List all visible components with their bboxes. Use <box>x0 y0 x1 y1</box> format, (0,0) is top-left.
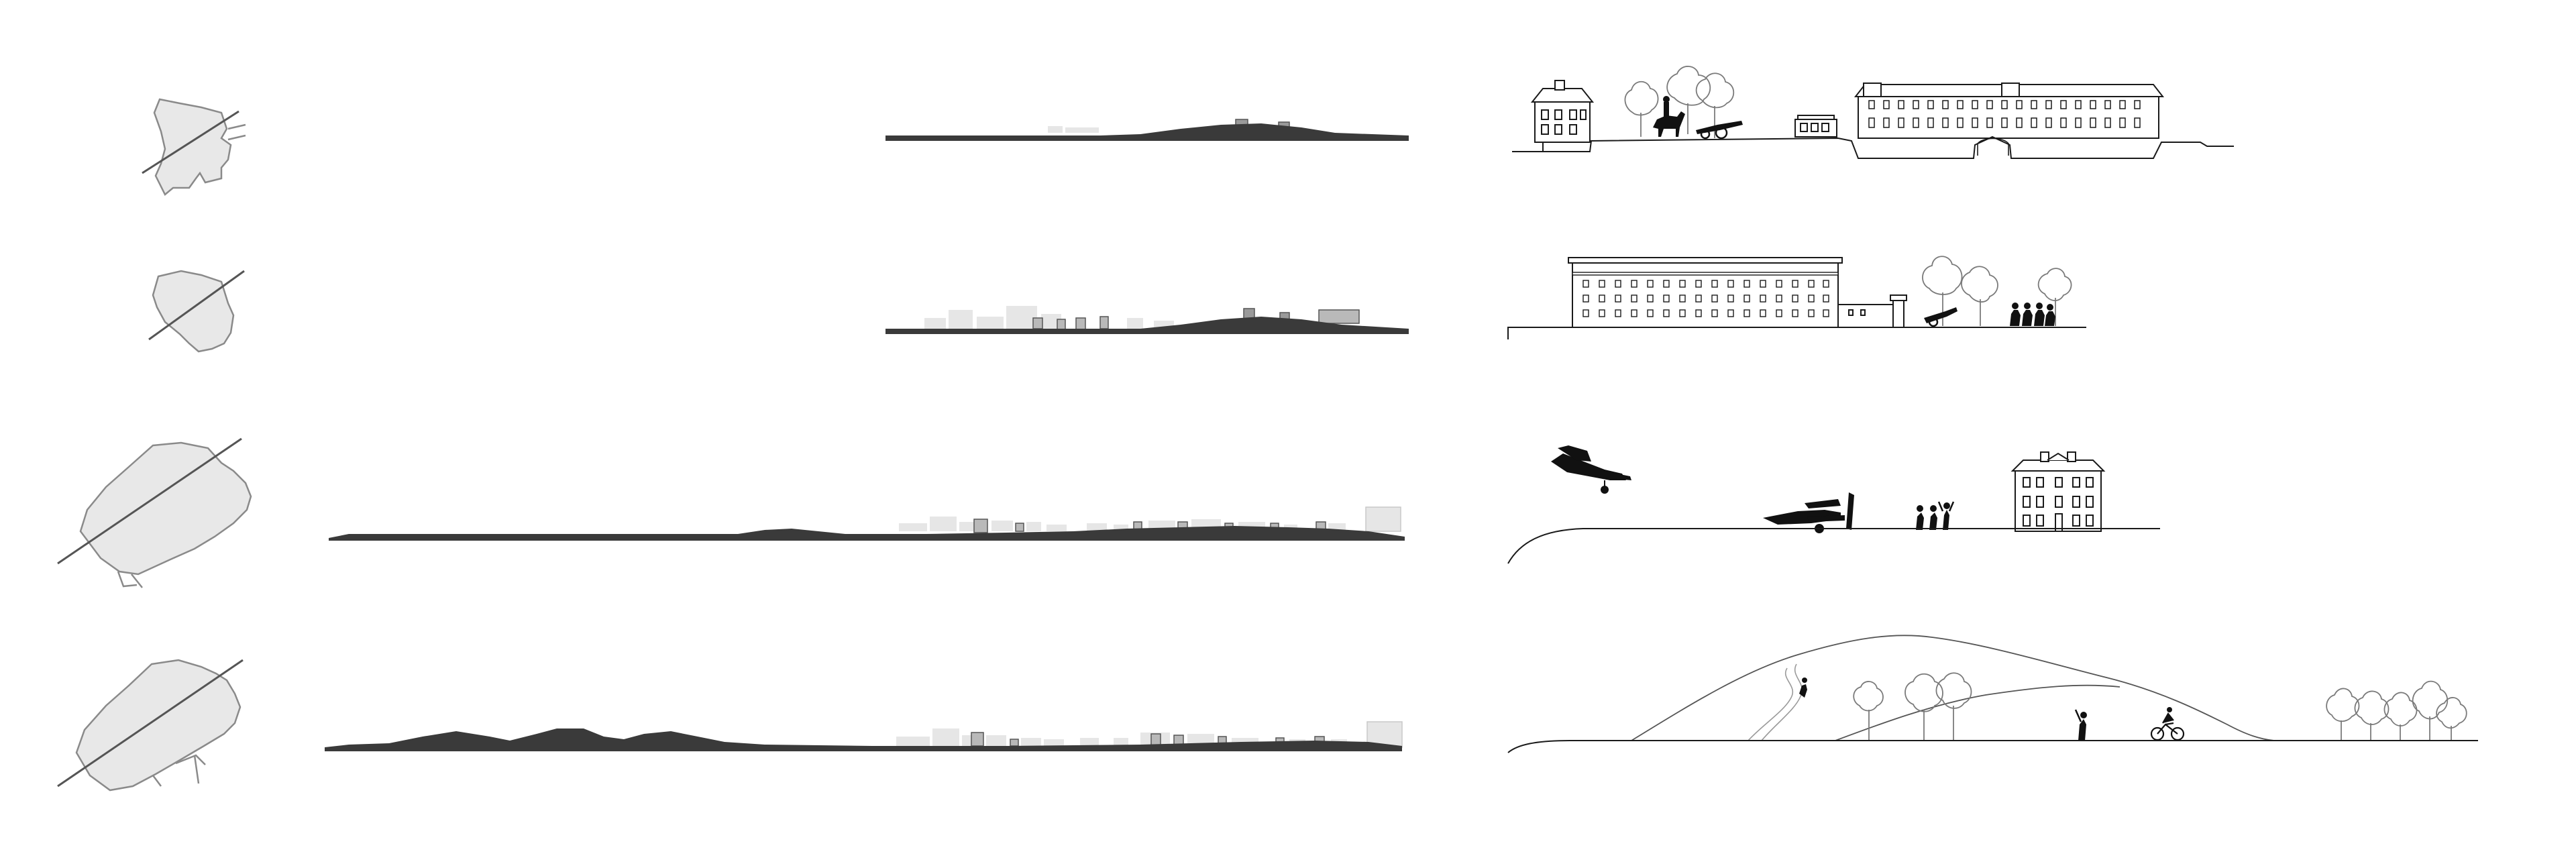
ground-profile <box>329 526 1405 541</box>
elevation-4 <box>1507 635 2478 753</box>
site-plan-4 <box>57 659 244 792</box>
hill-profile <box>1631 635 2275 741</box>
person-icon <box>2074 709 2087 741</box>
ground-profile <box>1507 327 2086 339</box>
long-section-4 <box>325 721 1403 751</box>
cannon-icon <box>1924 307 1957 327</box>
biplane-icon <box>1551 445 1631 494</box>
site-plan-icon <box>79 441 252 576</box>
long-section-1 <box>885 119 1409 141</box>
elevation-2 <box>1507 256 2086 339</box>
site-plan-3 <box>57 437 252 588</box>
site-plan-1 <box>142 98 246 196</box>
ground-profile <box>325 728 1402 751</box>
section-line-icon <box>57 659 244 788</box>
ground-profile <box>885 317 1409 334</box>
elevation-3 <box>1507 445 2160 564</box>
ground-profile <box>885 123 1409 141</box>
long-section-2 <box>885 306 1409 334</box>
section-line-icon <box>57 437 242 565</box>
site-plan-icon <box>152 270 235 353</box>
building-icon <box>1065 127 1099 133</box>
building-windows <box>1582 280 1829 317</box>
ground-profile <box>1507 528 2160 564</box>
building-icon <box>1568 257 1843 328</box>
person-icon <box>1916 501 1955 530</box>
cannon-icon <box>1696 121 1743 140</box>
site-plan-2 <box>148 270 245 353</box>
section-line-icon <box>142 110 239 174</box>
person-icon <box>2010 303 2055 326</box>
building-icon <box>1530 80 1595 152</box>
tree-icon <box>1853 672 2467 741</box>
building-icon <box>1854 83 2165 139</box>
ground-profile <box>1512 136 2234 159</box>
person-icon <box>1799 678 1807 698</box>
tree-icon <box>1922 256 2072 326</box>
site-plan-icon <box>75 659 241 792</box>
elevation-1 <box>1512 66 2234 159</box>
cyclist-icon <box>2150 707 2185 741</box>
site-plan-icon <box>153 98 232 196</box>
horse-rider-icon <box>1653 96 1685 137</box>
building-icon <box>1794 119 1837 138</box>
section-line-icon <box>148 270 245 341</box>
ground-profile <box>1507 740 2478 753</box>
building-windows <box>1868 100 2141 128</box>
hill-profile <box>1835 684 2121 741</box>
building-icon <box>1048 126 1063 133</box>
long-section-3 <box>329 506 1405 541</box>
tree-icon <box>1624 66 1735 138</box>
building-icon <box>2010 451 2106 532</box>
biplane-icon <box>1763 492 1854 533</box>
